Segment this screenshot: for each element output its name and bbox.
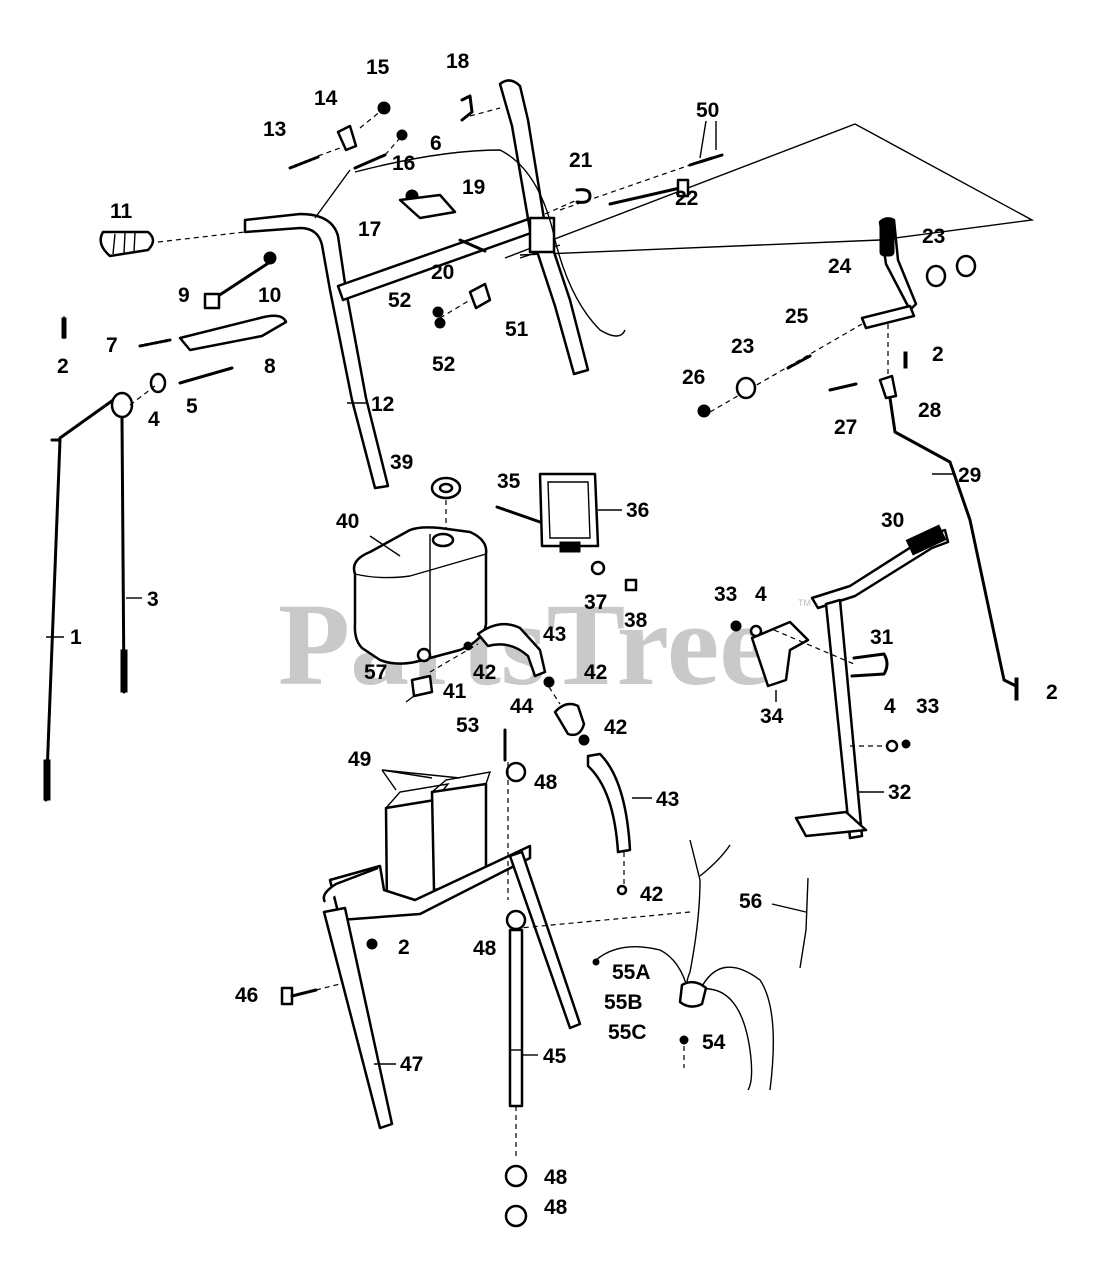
label-9: 9	[178, 284, 190, 307]
label-48d: 48	[544, 1196, 568, 1219]
label-17: 17	[358, 218, 381, 241]
label-55b: 55B	[604, 991, 643, 1014]
label-44: 44	[510, 695, 534, 718]
label-36: 36	[626, 499, 649, 522]
label-12: 12	[371, 393, 394, 416]
label-29: 29	[958, 464, 981, 487]
right-support	[730, 524, 950, 840]
label-23a: 23	[922, 225, 945, 248]
handle-grip	[99, 230, 246, 258]
label-8: 8	[264, 355, 276, 378]
rods-left	[43, 316, 156, 802]
label-15: 15	[366, 56, 390, 79]
label-39: 39	[390, 451, 413, 474]
tank-bracket	[495, 472, 638, 592]
label-41: 41	[443, 680, 467, 703]
battery-bracket	[322, 771, 582, 1130]
wiring-harness	[519, 839, 809, 1091]
label-42c: 42	[604, 716, 627, 739]
label-43b: 43	[656, 788, 679, 811]
label-46: 46	[235, 984, 258, 1007]
left-handle	[243, 212, 390, 490]
label-34: 34	[760, 705, 784, 728]
label-42d: 42	[640, 883, 663, 906]
fuel-line	[405, 622, 632, 896]
label-2d: 2	[398, 936, 410, 959]
label-22: 22	[675, 187, 698, 210]
label-24: 24	[828, 255, 852, 278]
label-2b: 2	[1046, 681, 1058, 704]
label-4c: 4	[884, 695, 896, 718]
label-42b: 42	[584, 661, 607, 684]
label-14: 14	[314, 87, 338, 110]
label-5: 5	[186, 395, 198, 418]
label-33a: 33	[714, 583, 737, 606]
label-55c: 55C	[608, 1021, 647, 1044]
label-18: 18	[446, 50, 470, 73]
label-20: 20	[431, 261, 454, 284]
assembly-guide-line-2	[519, 239, 881, 256]
label-13: 13	[263, 118, 286, 141]
label-4b: 4	[755, 583, 767, 606]
label-2c: 2	[932, 343, 944, 366]
control-lever-assembly	[697, 217, 1019, 701]
label-35: 35	[497, 470, 521, 493]
label-48a: 48	[534, 771, 558, 794]
label-51: 51	[505, 318, 529, 341]
watermark-trademark: TM	[798, 598, 811, 608]
label-3: 3	[147, 588, 159, 611]
label-23b: 23	[731, 335, 754, 358]
label-52a: 52	[388, 289, 411, 312]
label-45: 45	[543, 1045, 567, 1068]
label-54: 54	[702, 1031, 726, 1054]
label-10: 10	[258, 284, 281, 307]
label-31: 31	[870, 626, 894, 649]
label-37: 37	[584, 591, 607, 614]
label-42a: 42	[473, 661, 496, 684]
label-55a: 55A	[612, 961, 651, 984]
label-53: 53	[456, 714, 479, 737]
label-21: 21	[569, 149, 593, 172]
label-25: 25	[785, 305, 809, 328]
label-38: 38	[624, 609, 648, 632]
label-27: 27	[834, 416, 857, 439]
label-32: 32	[888, 781, 911, 804]
label-26: 26	[682, 366, 705, 389]
label-48b: 48	[473, 937, 497, 960]
label-4a: 4	[148, 408, 160, 431]
label-30: 30	[881, 509, 904, 532]
label-33b: 33	[916, 695, 939, 718]
callout-labels: 1 2 2 2 2 3 4 4 4 5 6 7 8 9 10 11 12 13 …	[46, 50, 1058, 1219]
label-11: 11	[110, 200, 133, 223]
label-50: 50	[696, 99, 719, 122]
label-52b: 52	[432, 353, 455, 376]
label-16: 16	[392, 152, 415, 175]
label-28: 28	[918, 399, 942, 422]
label-43a: 43	[543, 623, 566, 646]
fuel-tank	[352, 476, 488, 665]
label-40: 40	[336, 510, 359, 533]
label-2a: 2	[57, 355, 69, 378]
label-49: 49	[348, 748, 371, 771]
label-48c: 48	[544, 1166, 568, 1189]
label-6: 6	[430, 132, 442, 155]
upper-hardware	[138, 94, 724, 394]
label-56: 56	[739, 890, 762, 913]
lower-fasteners	[280, 728, 528, 1228]
label-1: 1	[70, 626, 82, 649]
control-cable	[354, 149, 626, 337]
label-7: 7	[106, 334, 118, 357]
label-19: 19	[462, 176, 485, 199]
label-57: 57	[364, 661, 387, 684]
label-47: 47	[400, 1053, 423, 1076]
